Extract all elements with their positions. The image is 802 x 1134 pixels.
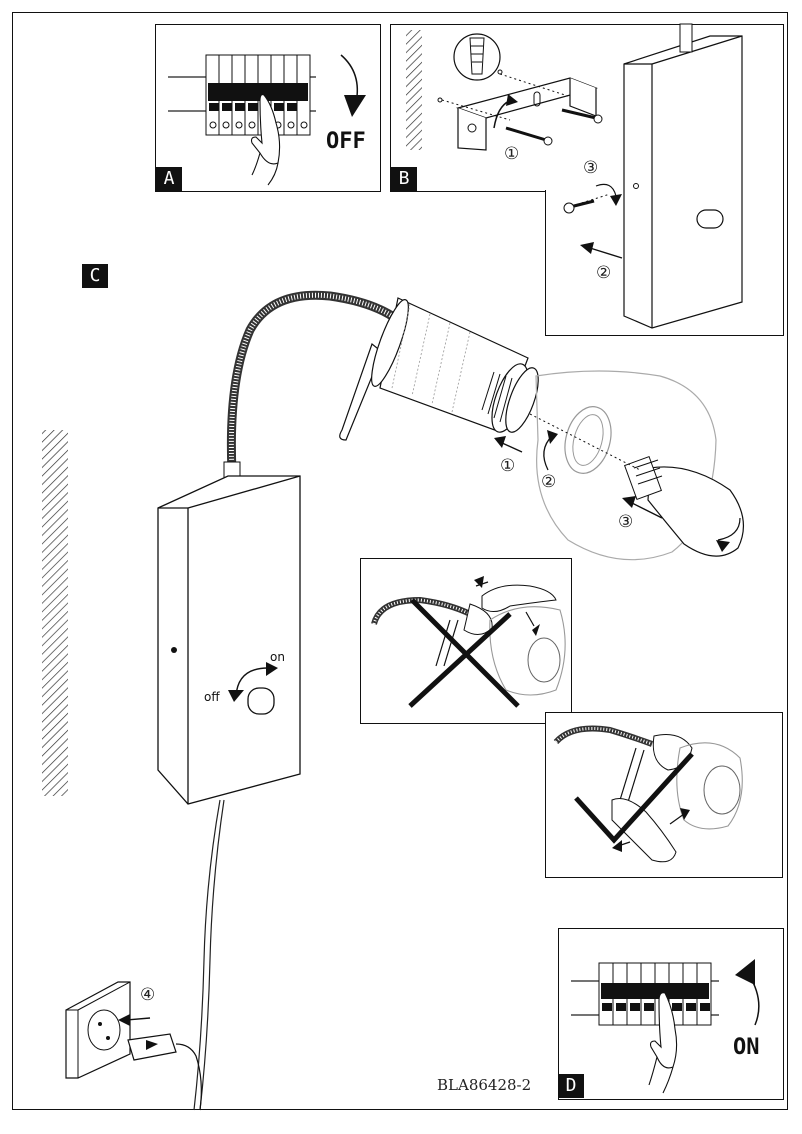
document-code: BLA86428-2 — [437, 1076, 532, 1094]
panel-b-step-1: ① — [504, 144, 520, 164]
panel-d: ON — [558, 928, 784, 1100]
off-label: OFF — [326, 129, 366, 154]
panel-b-step-3: ③ — [583, 158, 599, 178]
panel-right-handling-cover — [546, 713, 571, 723]
page-frame — [12, 12, 788, 1110]
breaker-on-illustration — [571, 959, 760, 1094]
panel-c-badge: C — [82, 264, 108, 288]
panel-c-step-2: ② — [541, 472, 557, 492]
panel-b-badge: B — [391, 167, 417, 191]
panel-a-badge: A — [156, 167, 182, 191]
breaker-off-illustration — [168, 54, 366, 186]
panel-d-badge: D — [558, 1074, 584, 1098]
panel-b-step-2: ② — [596, 263, 612, 283]
switch-on-label: on — [270, 650, 285, 664]
panel-a: OFF A — [155, 24, 381, 192]
switch-off-label: off — [204, 690, 220, 704]
panel-c-step-1: ① — [500, 456, 516, 476]
panel-c-step-3: ③ — [618, 512, 634, 532]
plug-step-4: ④ — [140, 985, 156, 1005]
on-label: ON — [733, 1035, 760, 1060]
